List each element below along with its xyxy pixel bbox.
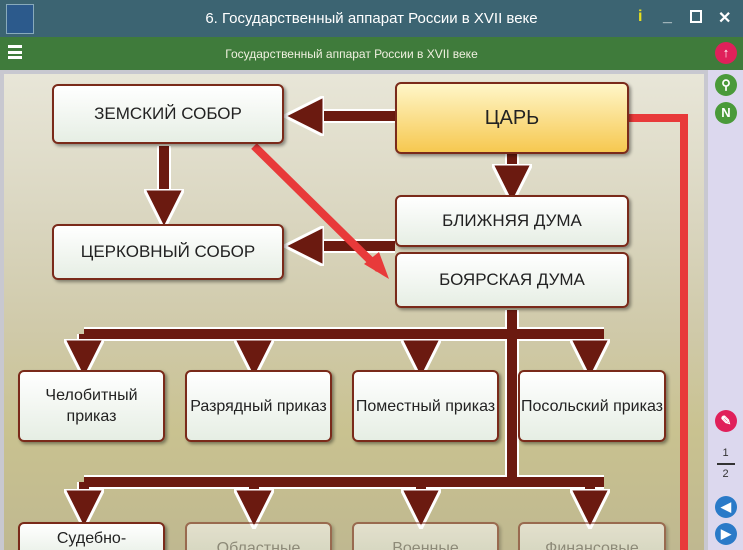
menu-icon[interactable] — [8, 45, 22, 59]
prikaz-box[interactable]: Поместный приказ — [352, 370, 499, 442]
prikaz-box[interactable]: Судебно- — [18, 522, 165, 550]
prikaz-box[interactable]: Челобитный приказ — [18, 370, 165, 442]
page-2[interactable]: 2 — [722, 468, 729, 480]
title-bar: 6. Государственный аппарат России в XVII… — [0, 0, 743, 37]
close-button[interactable]: ✕ — [718, 10, 732, 27]
zemsky-sobor-box[interactable]: ЗЕМСКИЙ СОБОР — [52, 84, 284, 144]
prikaz-box[interactable]: Разрядный приказ — [185, 370, 332, 442]
page-divider — [717, 463, 735, 465]
bookmark-icon[interactable]: ✎ — [715, 410, 737, 432]
church-sobor-box[interactable]: ЦЕРКОВНЫЙ СОБОР — [52, 224, 284, 280]
diagram-area: ЗЕМСКИЙ СОБОР ЦАРЬ БЛИЖНЯЯ ДУМА ЦЕРКОВНЫ… — [0, 70, 708, 550]
boyar-duma-box[interactable]: БОЯРСКАЯ ДУМА — [395, 252, 629, 308]
prikaz-box[interactable]: Посольский приказ — [518, 370, 666, 442]
search-icon[interactable]: ⚲ — [715, 74, 737, 96]
info-icon[interactable]: i — [638, 8, 643, 25]
minimize-button[interactable]: _ — [663, 8, 672, 25]
arrows — [4, 74, 688, 550]
maximize-button[interactable] — [690, 10, 702, 23]
page-1[interactable]: 1 — [722, 447, 729, 459]
right-sidebar: ↑ ⚲ N ✎ 1 2 ◀ ▶ — [708, 42, 743, 550]
tsar-box[interactable]: ЦАРЬ — [395, 82, 629, 154]
near-duma-box[interactable]: БЛИЖНЯЯ ДУМА — [395, 195, 629, 247]
prev-page-button[interactable]: ◀ — [715, 496, 737, 518]
section-title: Государственный аппарат России в XVII ве… — [225, 47, 478, 61]
notes-icon[interactable]: N — [715, 102, 737, 124]
prikaz-box[interactable]: Военные — [352, 522, 499, 550]
prikaz-box[interactable]: Областные — [185, 522, 332, 550]
window-title: 6. Государственный аппарат России в XVII… — [205, 10, 538, 27]
app-logo-icon — [6, 4, 34, 34]
up-arrow-icon[interactable]: ↑ — [715, 42, 737, 64]
next-page-button[interactable]: ▶ — [715, 523, 737, 545]
section-bar: Государственный аппарат России в XVII ве… — [0, 37, 743, 70]
prikaz-box[interactable]: Финансовые — [518, 522, 666, 550]
